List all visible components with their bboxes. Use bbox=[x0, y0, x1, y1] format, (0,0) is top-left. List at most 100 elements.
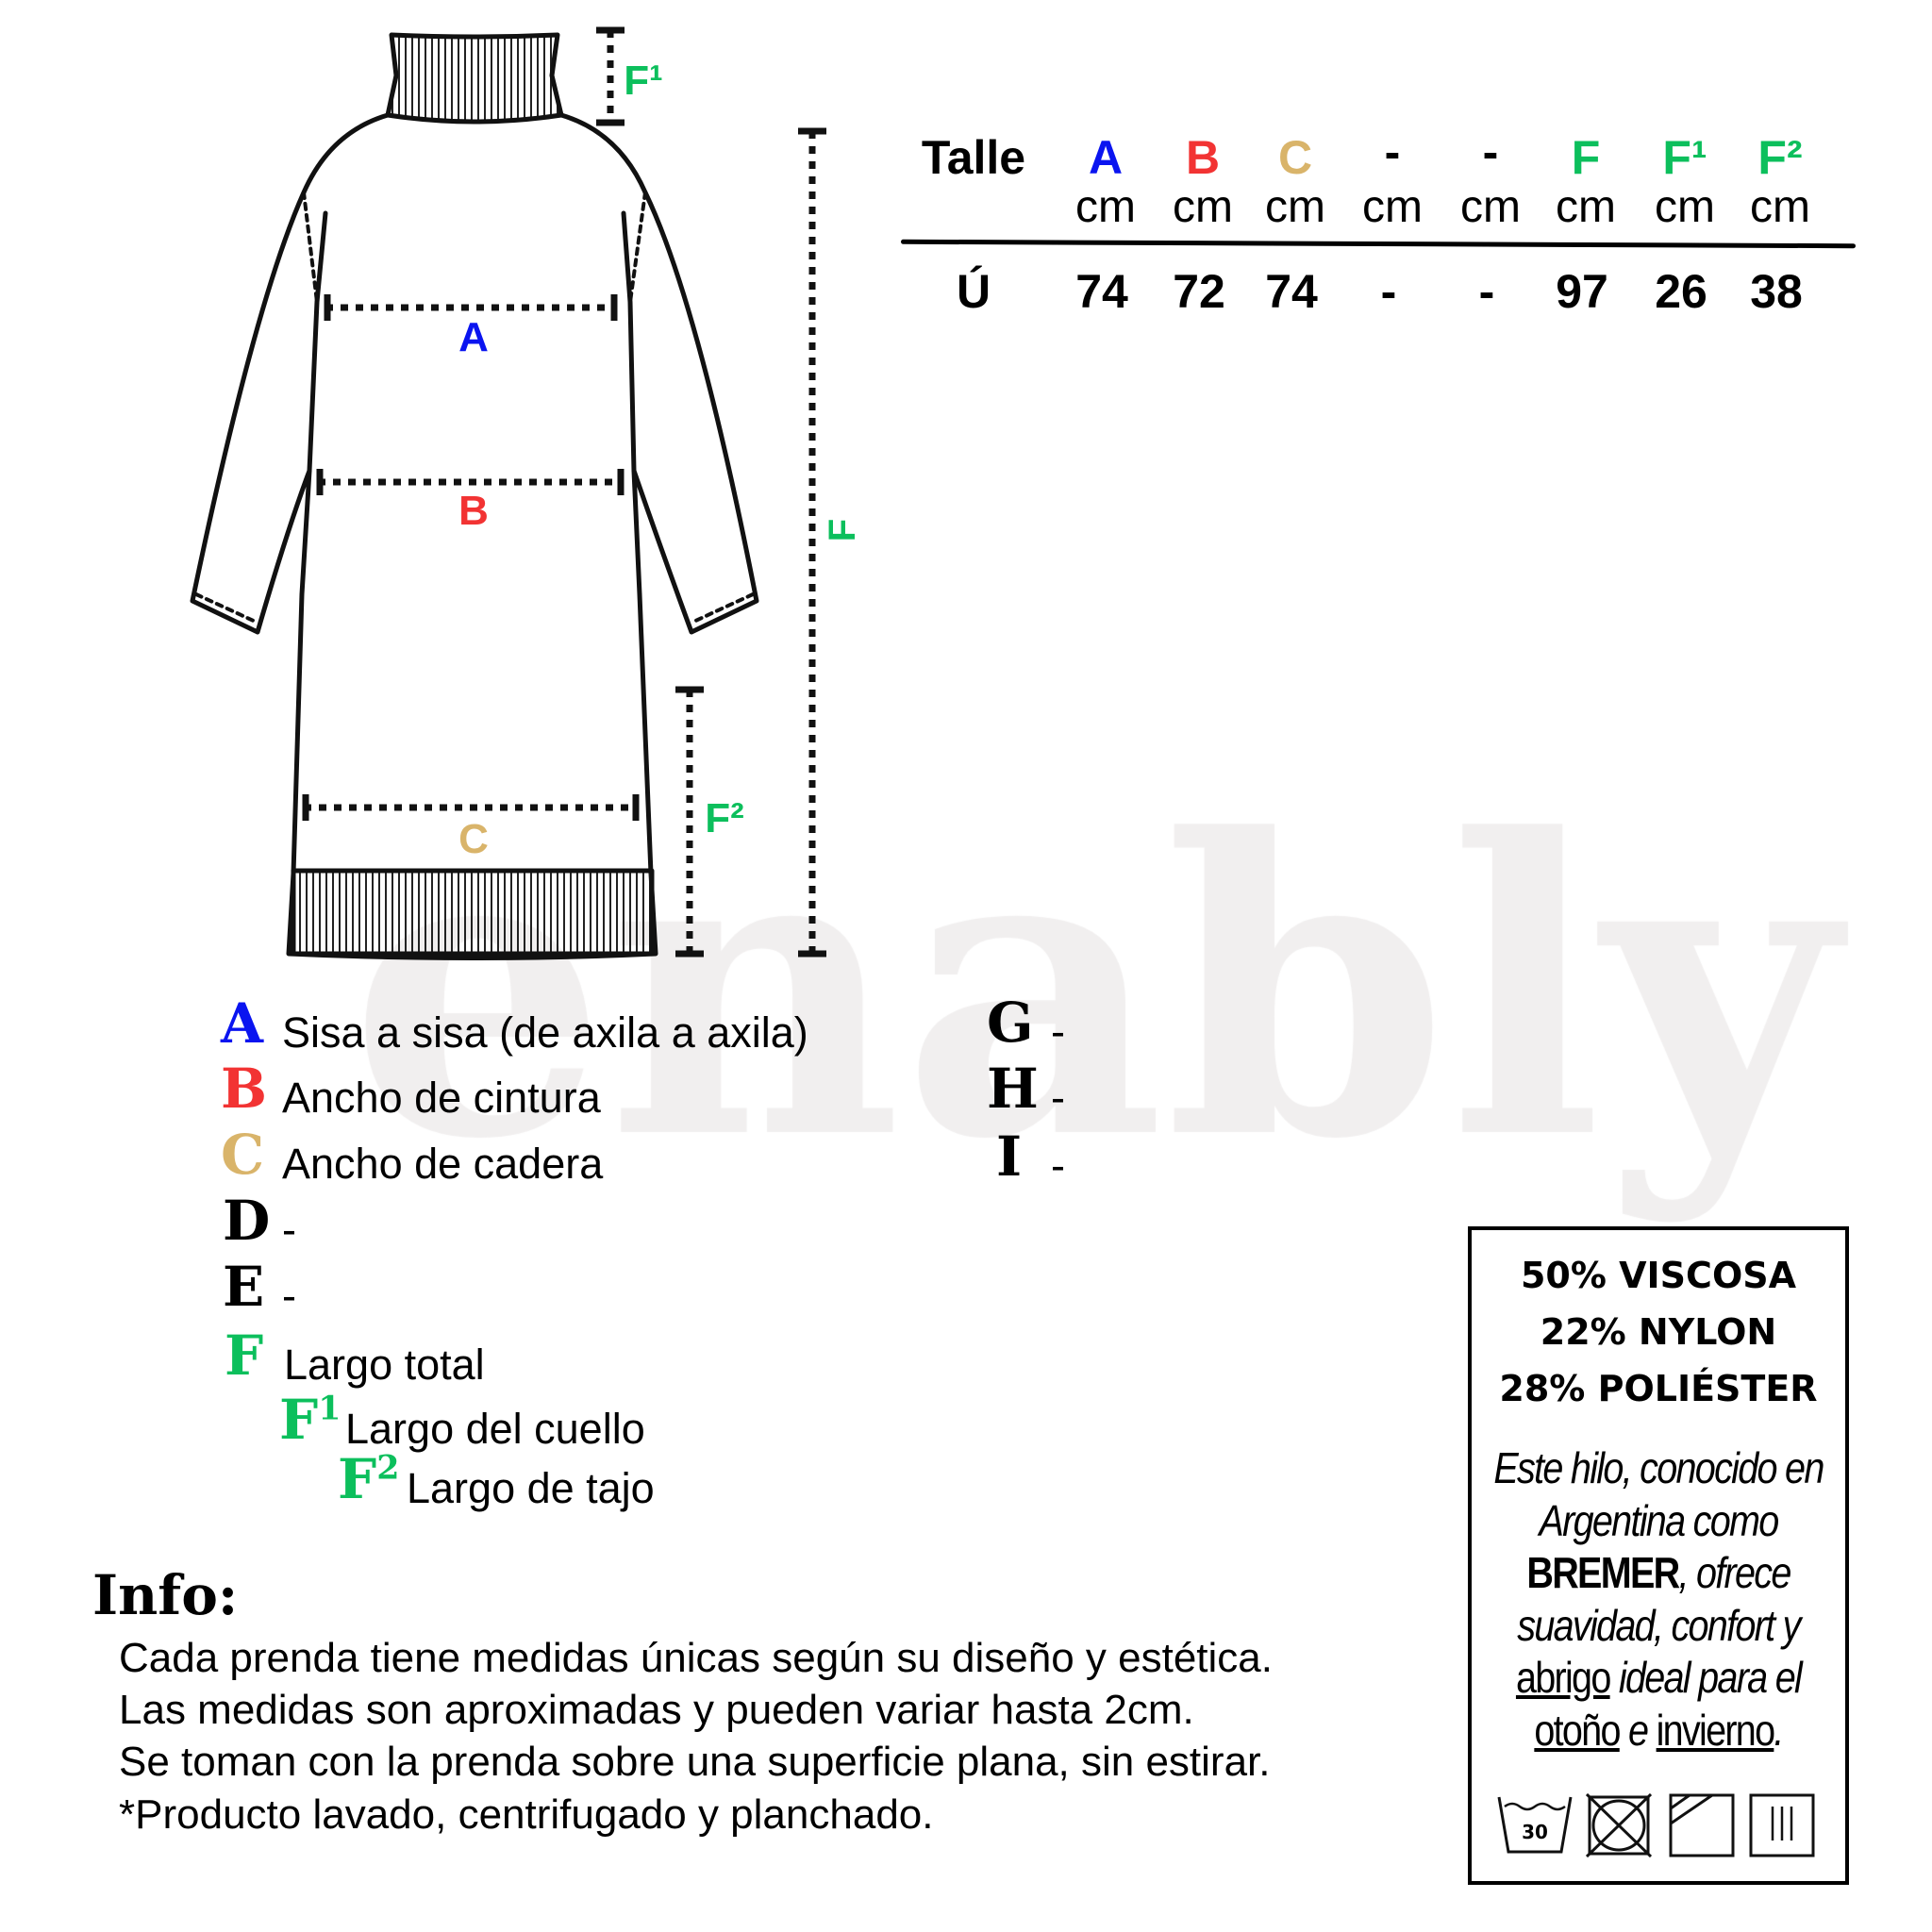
desc-underlined: otoño bbox=[1534, 1705, 1621, 1755]
column-unit: cm bbox=[1556, 182, 1616, 232]
stitch-line bbox=[302, 191, 319, 304]
desc-text: Este hilo, conocido en Argentina como bbox=[1493, 1443, 1824, 1545]
legend-letter: C bbox=[221, 1127, 264, 1182]
column-unit: cm bbox=[1075, 182, 1136, 232]
desc-text: ideal para el bbox=[1609, 1653, 1803, 1702]
column-value: 38 bbox=[1750, 265, 1803, 318]
column-value: 72 bbox=[1173, 265, 1225, 318]
column-header: - bbox=[1482, 125, 1499, 178]
dry-in-shade-icon bbox=[1669, 1793, 1735, 1857]
collar bbox=[385, 32, 564, 125]
legend-text: Largo de tajo bbox=[407, 1464, 655, 1512]
diagram-label-c: C bbox=[458, 816, 489, 862]
column-header: F bbox=[1571, 131, 1601, 184]
legend-letter: A bbox=[221, 996, 263, 1051]
size-value: Ú bbox=[956, 265, 991, 318]
legend-text: - bbox=[1051, 1008, 1065, 1056]
material-line: 22% NYLON bbox=[1540, 1311, 1777, 1353]
column-unit: cm bbox=[1750, 182, 1810, 232]
material-line: 50% VISCOSA bbox=[1520, 1255, 1797, 1296]
info-line: Cada prenda tiene medidas únicas según s… bbox=[119, 1635, 1273, 1681]
diagram-label-f1: F¹ bbox=[624, 58, 663, 104]
legend-letter: F1 bbox=[279, 1392, 341, 1447]
armhole-seam bbox=[307, 210, 328, 474]
legend-text: Ancho de cintura bbox=[282, 1074, 601, 1122]
column-header: F² bbox=[1757, 131, 1803, 184]
legend-letter-text: A bbox=[221, 991, 264, 1056]
legend-letter: H bbox=[987, 1061, 1039, 1116]
legend-letter-text: I bbox=[996, 1124, 1023, 1189]
legend-text: - bbox=[282, 1206, 296, 1254]
drip-dry-icon bbox=[1749, 1793, 1815, 1857]
hem-band bbox=[291, 868, 655, 957]
legend-text: Ancho de cadera bbox=[282, 1140, 604, 1188]
legend-letter: B bbox=[221, 1061, 267, 1116]
legend-letter-sup: 2 bbox=[376, 1448, 400, 1488]
diagram-label-f: F bbox=[822, 519, 863, 541]
legend-letter-text: H bbox=[987, 1057, 1039, 1121]
desc-text: e bbox=[1619, 1705, 1657, 1755]
column-header: C bbox=[1277, 131, 1313, 184]
info-title: Info: bbox=[92, 1563, 239, 1627]
column-value: - bbox=[1478, 265, 1495, 318]
legend-letter: F bbox=[225, 1328, 263, 1383]
cuff-stitch bbox=[194, 592, 259, 625]
column-unit: cm bbox=[1362, 182, 1423, 232]
legend-text: - bbox=[1051, 1074, 1065, 1122]
column-unit: cm bbox=[1265, 182, 1325, 232]
wash-temp: 30 bbox=[1522, 1821, 1548, 1843]
column-header: - bbox=[1384, 125, 1401, 178]
wash-30-icon: 30 bbox=[1497, 1796, 1573, 1854]
column-header: A bbox=[1088, 131, 1124, 184]
cuff-stitch bbox=[690, 592, 755, 625]
legend-letter: F2 bbox=[338, 1452, 399, 1507]
legend-letter: D bbox=[223, 1193, 270, 1248]
column-value: 26 bbox=[1655, 265, 1707, 318]
desc-text: , ofrece suavidad, confort y bbox=[1517, 1548, 1801, 1650]
legend-text: Largo del cuello bbox=[345, 1405, 645, 1453]
legend-letter-sup: 1 bbox=[318, 1389, 341, 1428]
legend-letter: I bbox=[996, 1129, 1022, 1184]
column-unit: cm bbox=[1173, 182, 1233, 232]
desc-text: . bbox=[1774, 1705, 1784, 1755]
legend-letter-text: F bbox=[279, 1388, 319, 1452]
column-value: 97 bbox=[1556, 265, 1608, 318]
legend-letter-text: F bbox=[225, 1324, 264, 1388]
diagram-label-a: A bbox=[458, 314, 489, 360]
info-line: *Producto lavado, centrifugado y plancha… bbox=[119, 1791, 934, 1838]
fabric-description: Este hilo, conocido en Argentina como BR… bbox=[1476, 1442, 1840, 1757]
desc-underlined: invierno bbox=[1656, 1705, 1776, 1755]
material-line: 28% POLIÉSTER bbox=[1499, 1368, 1818, 1409]
care-label: 50% VISCOSA 22% NYLON 28% POLIÉSTER Este… bbox=[1468, 1226, 1849, 1885]
legend-text: - bbox=[282, 1272, 296, 1320]
body-outline bbox=[190, 112, 759, 960]
stitch-line bbox=[628, 191, 647, 304]
size-header: Talle bbox=[921, 131, 1026, 184]
legend-letter-text: B bbox=[221, 1057, 268, 1121]
column-header: F¹ bbox=[1662, 131, 1707, 184]
column-value: 74 bbox=[1075, 265, 1128, 318]
legend-letter-text: F bbox=[338, 1447, 377, 1511]
desc-underlined: abrigo bbox=[1515, 1653, 1611, 1702]
no-tumble-dry-icon bbox=[1586, 1793, 1652, 1857]
column-value: 74 bbox=[1265, 265, 1318, 318]
diagram-label-f2: F² bbox=[705, 795, 744, 841]
diagram-label-b: B bbox=[458, 488, 489, 534]
info-line: Las medidas son aproximadas y pueden var… bbox=[119, 1687, 1194, 1733]
legend-letter-text: G bbox=[987, 991, 1034, 1055]
column-unit: cm bbox=[1460, 182, 1521, 232]
column-value: - bbox=[1380, 265, 1397, 318]
legend-text: Sisa a sisa (de axila a axila) bbox=[282, 1008, 808, 1057]
legend-text: Largo total bbox=[284, 1341, 485, 1389]
legend-letter-text: E bbox=[223, 1255, 265, 1319]
column-header: B bbox=[1185, 131, 1221, 184]
armhole-seam bbox=[621, 210, 637, 474]
legend-letter: G bbox=[987, 995, 1034, 1050]
legend-letter-text: D bbox=[223, 1189, 271, 1253]
legend-letter: E bbox=[223, 1259, 264, 1314]
info-line: Se toman con la prenda sobre una superfi… bbox=[119, 1739, 1271, 1785]
brand-name: BREMER bbox=[1526, 1548, 1680, 1597]
legend-text: - bbox=[1051, 1141, 1065, 1190]
